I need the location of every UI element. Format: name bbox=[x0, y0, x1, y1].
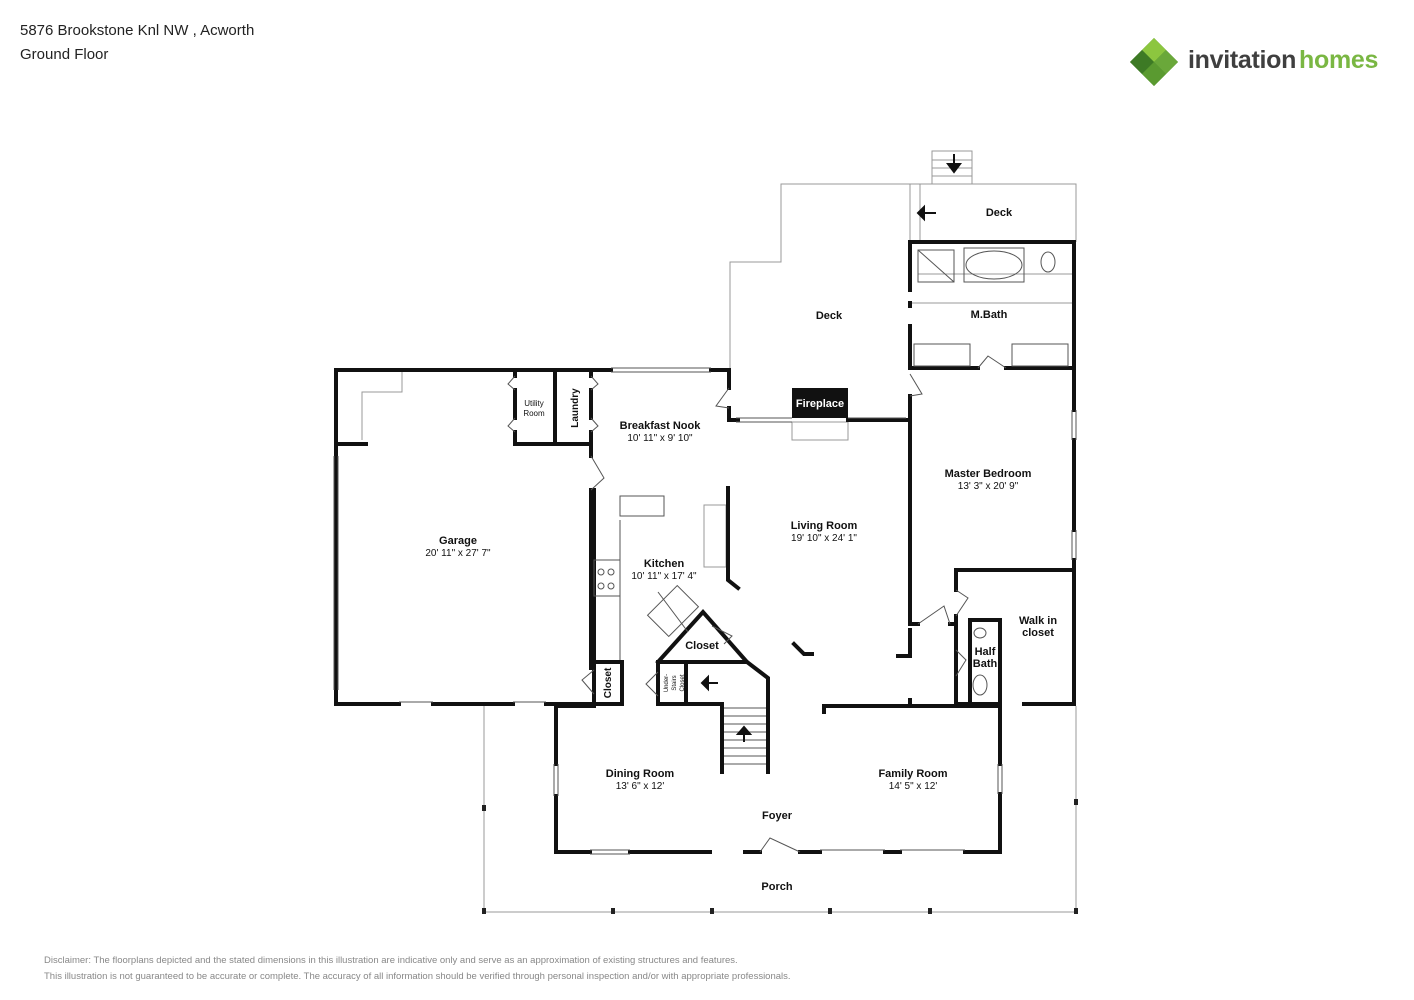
logo-word-invitation: invitation bbox=[1188, 46, 1297, 74]
kitchen-label: Kitchen bbox=[644, 558, 685, 570]
invitation-homes-logo: invitation homes bbox=[1128, 36, 1388, 92]
utility-label-2: Room bbox=[523, 409, 545, 418]
garage-label: Garage bbox=[439, 535, 477, 547]
room-labels: Deck Deck M.Bath Utility Room Laundry Br… bbox=[425, 207, 1057, 893]
fireplace-label: Fireplace bbox=[796, 398, 844, 410]
foyer-label: Foyer bbox=[762, 810, 793, 822]
deck-porch-outlines bbox=[361, 150, 1077, 913]
master-label: Master Bedroom bbox=[945, 468, 1032, 480]
walls bbox=[334, 240, 1076, 854]
breakfast-label: Breakfast Nook bbox=[620, 420, 702, 432]
understairs-label-3: Closet bbox=[680, 674, 686, 691]
breakfast-dims: 10' 11" x 9' 10" bbox=[627, 433, 693, 444]
understairs-label-1: Under- bbox=[664, 674, 670, 692]
disclaimer-line-2: This illustration is not guaranteed to b… bbox=[44, 971, 791, 982]
mbath-label: M.Bath bbox=[971, 309, 1008, 321]
master-dims: 13' 3" x 20' 9" bbox=[958, 481, 1019, 492]
living-label: Living Room bbox=[791, 520, 858, 532]
halfbath-label-1: Half bbox=[975, 646, 996, 658]
logo-diamond-icon bbox=[1130, 38, 1178, 86]
closet-small-label: Closet bbox=[603, 667, 614, 698]
halfbath-label-2: Bath bbox=[973, 658, 998, 670]
deck-upper-label: Deck bbox=[986, 207, 1013, 219]
laundry-label: Laundry bbox=[570, 388, 581, 428]
understairs-label-2: Stairs bbox=[672, 675, 678, 690]
living-dims: 19' 10" x 24' 1" bbox=[791, 533, 857, 544]
family-label: Family Room bbox=[878, 768, 947, 780]
logo-word-homes: homes bbox=[1299, 46, 1379, 74]
kitchen-dims: 10' 11" x 17' 4" bbox=[631, 571, 697, 582]
deck-mid-label: Deck bbox=[816, 310, 843, 322]
porch-label: Porch bbox=[761, 881, 792, 893]
closet-tri-label: Closet bbox=[685, 640, 719, 652]
fireplace-block bbox=[792, 388, 848, 418]
property-address: 5876 Brookstone Knl NW , Acworth bbox=[20, 22, 255, 39]
garage-dims: 20' 11" x 27' 7" bbox=[425, 548, 491, 559]
utility-label-1: Utility bbox=[524, 399, 544, 408]
dining-label: Dining Room bbox=[606, 768, 675, 780]
disclaimer-line-1: Disclaimer: The floorplans depicted and … bbox=[44, 955, 738, 966]
fixtures bbox=[333, 247, 1077, 855]
stair-arrows bbox=[700, 154, 962, 742]
walkin-label-2: closet bbox=[1022, 627, 1054, 639]
family-dims: 14' 5" x 12' bbox=[889, 781, 938, 792]
dining-dims: 13' 6" x 12' bbox=[616, 781, 665, 792]
walkin-label-1: Walk in bbox=[1019, 615, 1057, 627]
floor-label: Ground Floor bbox=[20, 46, 109, 63]
porch-posts bbox=[482, 799, 1078, 914]
